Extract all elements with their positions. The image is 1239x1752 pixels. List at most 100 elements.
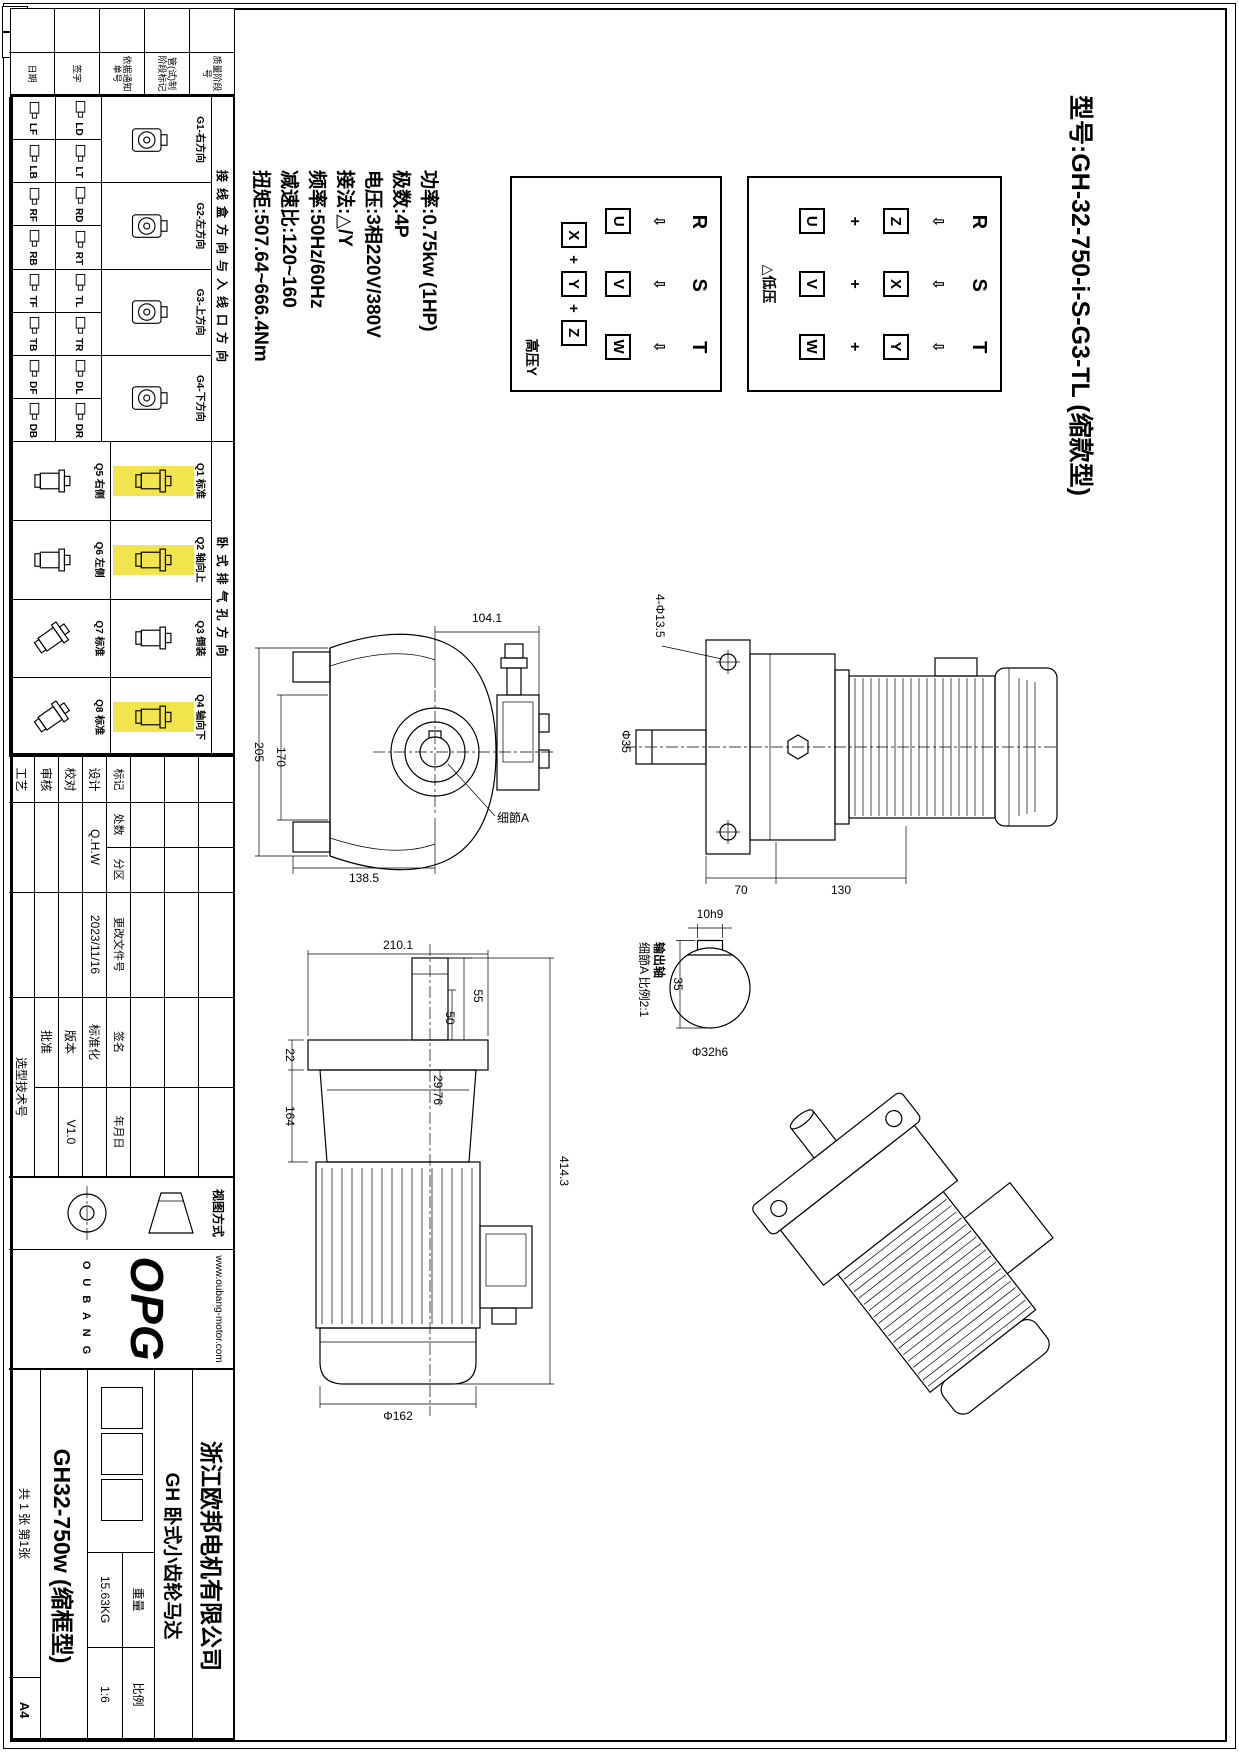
terminal-x: X bbox=[560, 222, 587, 249]
gbox-direction-cell: G1-右方向 bbox=[101, 97, 211, 184]
mount-code-cell-label: TR bbox=[73, 338, 84, 352]
terminal-row: U V W bbox=[799, 190, 825, 378]
exhaust-direction-cell-label: Q6 左侧 bbox=[93, 541, 104, 578]
gbox-direction-cell-label: G4-下方向 bbox=[194, 375, 205, 422]
model-title: 型号:GH-32-750-i-S-G3-TL (缩款型) bbox=[1066, 95, 1094, 496]
phase-t: T bbox=[968, 341, 990, 354]
gbox-direction-cell-label: G1-右方向 bbox=[194, 116, 205, 163]
mount-code-cell-label: DL bbox=[73, 381, 84, 395]
plus-sign: + bbox=[565, 255, 583, 264]
dim-35: 35 bbox=[671, 977, 685, 991]
motor-position-icon bbox=[23, 359, 43, 379]
logo-oubang-letters: O U B A N G bbox=[80, 1260, 92, 1358]
spec-poles: 极数:4P bbox=[390, 170, 411, 238]
weight-label: 重量 bbox=[131, 1587, 146, 1612]
star-point-row: X + Y + Z bbox=[560, 190, 587, 378]
exhaust-direction-cell-label: Q4 轴向下 bbox=[194, 694, 205, 741]
phase-row: R S T bbox=[967, 190, 990, 378]
wiring-diagram-low-voltage: R S T ⇩ ⇩ ⇩ Z X Y + + + U V W △低压 bbox=[747, 176, 1002, 392]
motor-orientation-icon bbox=[104, 296, 194, 328]
revision-label: 管(试)制阶段标记 bbox=[157, 55, 178, 92]
mount-code-cell: TB bbox=[9, 312, 55, 356]
phase-r: R bbox=[688, 214, 710, 230]
weight-value: 15.63KG bbox=[98, 1575, 113, 1624]
motor-orientation-icon bbox=[104, 210, 194, 242]
mount-code-cell-label: TB bbox=[27, 338, 38, 352]
motor-orientation-icon bbox=[12, 621, 93, 655]
gbox-direction-cell-label: G2-左方向 bbox=[194, 202, 205, 250]
motor-position-icon bbox=[23, 187, 43, 207]
terminal-z: Z bbox=[560, 319, 587, 346]
title-block-line bbox=[198, 757, 199, 1177]
signature-header: 签名 bbox=[112, 1031, 124, 1053]
motor-position-icon bbox=[23, 101, 43, 121]
mount-code-cell: RT bbox=[55, 226, 101, 270]
dim-key: 10h9 bbox=[697, 907, 724, 921]
spec-frequency: 频率:50Hz/60Hz bbox=[306, 170, 327, 309]
dim-flange-holes: 4-Φ13.5 bbox=[653, 594, 667, 638]
exhaust-direction-cell: Q5 右侧 bbox=[9, 442, 110, 521]
change-count-header: 处数 bbox=[112, 813, 124, 836]
down-arrow-icon: ⇩ bbox=[650, 215, 668, 228]
mount-code-cell-label: RB bbox=[27, 251, 38, 266]
dim-55: 55 bbox=[471, 989, 485, 1003]
check-label: 校对 bbox=[63, 767, 78, 792]
terminal-w: W bbox=[605, 333, 632, 360]
motor-orientation-icon bbox=[104, 382, 194, 414]
mount-code-cell-label: LD bbox=[73, 122, 84, 136]
sheet-outer-border bbox=[3, 3, 1236, 1749]
design-date: 2023/11/16 bbox=[88, 914, 102, 975]
front-view-drawing: 104.1 205 170 138.5 细節A bbox=[252, 611, 553, 884]
website-text: www.oubang-motor.com bbox=[213, 1255, 225, 1363]
plus-row: + + + bbox=[845, 190, 863, 378]
spec-power: 功率:0.75kw (1HP) bbox=[418, 170, 439, 332]
dim-22: 22 bbox=[283, 1048, 297, 1062]
motor-position-icon bbox=[23, 144, 43, 164]
motor-position-icon bbox=[69, 144, 89, 164]
version-label: 版本 bbox=[63, 1029, 78, 1054]
motor-position-icon bbox=[23, 273, 43, 293]
low-voltage-label: △低压 bbox=[761, 264, 777, 304]
junction-box-direction-header: 接线盒方向与入线口方向 bbox=[211, 97, 233, 442]
plus-sign: + bbox=[846, 279, 863, 289]
gbox-direction-cell-label: G3-上方向 bbox=[194, 288, 205, 336]
dim-130: 130 bbox=[831, 883, 851, 897]
exhaust-direction-cell-label: Q3 倒装 bbox=[194, 620, 205, 657]
motor-position-icon bbox=[69, 230, 89, 250]
logo-opg: OPG bbox=[121, 1256, 173, 1362]
terminal-y: Y bbox=[883, 333, 909, 360]
mount-code-cell-label: TF bbox=[27, 295, 38, 308]
mount-code-cell: DR bbox=[55, 398, 101, 442]
revision-row: 签字 bbox=[54, 9, 99, 94]
shaft-detail-drawing: 10h9 35 Φ32h6 输出轴 细節A 比例2:1 bbox=[637, 907, 751, 1059]
revision-empty-cell bbox=[9, 9, 54, 53]
terminal-u: U bbox=[605, 208, 632, 235]
mount-code-cell: LT bbox=[55, 140, 101, 184]
paper-size: A4 bbox=[17, 1701, 33, 1719]
scale-value: 1:6 bbox=[98, 1686, 113, 1703]
revision-empty-cell bbox=[145, 9, 189, 53]
dim-205: 205 bbox=[252, 742, 266, 762]
down-arrow-icon: ⇩ bbox=[650, 340, 668, 353]
exhaust-direction-cell: Q6 左侧 bbox=[9, 520, 110, 600]
revision-row: 管(试)制阶段标记 bbox=[144, 9, 189, 94]
gbox-direction-cell: G4-下方向 bbox=[101, 355, 211, 442]
terminal-x: X bbox=[883, 270, 909, 297]
motor-position-icon bbox=[69, 100, 89, 120]
dim-2976: 29.76 bbox=[431, 1075, 445, 1105]
stage-mark-box bbox=[101, 1433, 143, 1475]
mount-code-cell-label: DR bbox=[73, 423, 84, 439]
terminal-row: U V W bbox=[605, 190, 632, 378]
design-label: 设计 bbox=[87, 767, 102, 792]
process-label: 工艺 bbox=[14, 767, 29, 792]
arrow-row: ⇩ ⇩ ⇩ bbox=[929, 190, 947, 378]
detail-title-line2: 细節A 比例2:1 bbox=[637, 942, 652, 1018]
mount-code-cell: TR bbox=[55, 312, 101, 356]
mount-code-cell-label: LB bbox=[27, 165, 38, 179]
motor-position-icon bbox=[69, 359, 89, 379]
phase-s: S bbox=[688, 278, 710, 292]
gbox-direction-row: G1-右方向 G2-左方向 G3-上方向 G4-下方向 bbox=[101, 97, 211, 442]
terminal-y: Y bbox=[560, 271, 587, 297]
